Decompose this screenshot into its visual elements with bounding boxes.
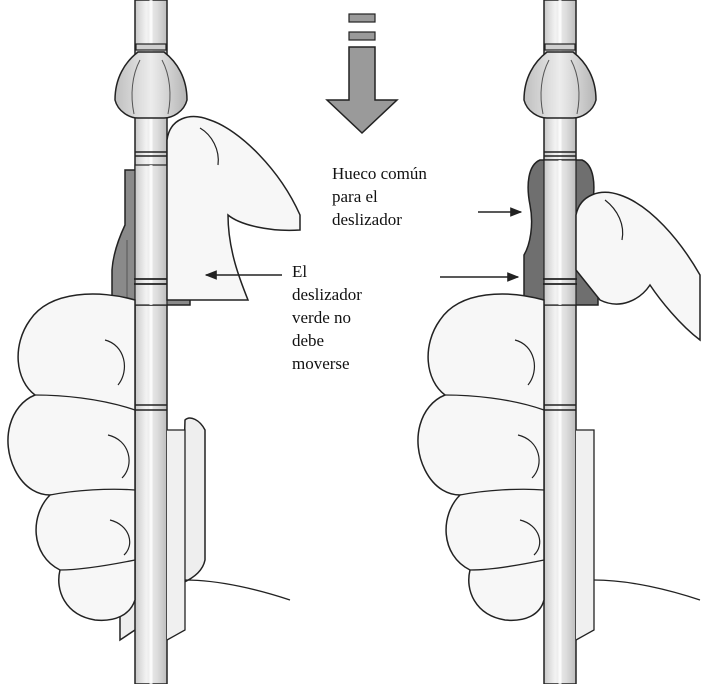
left-thumb	[167, 117, 300, 300]
down-arrow-icon	[327, 14, 397, 133]
gap-label-line-1: Hueco común	[332, 162, 427, 185]
slider-label: El deslizador verde no debe moverse	[288, 258, 366, 377]
slider-label-line-5: moverse	[292, 352, 362, 375]
slider-label-line-4: debe	[292, 329, 362, 352]
gap-label-line-2: para el	[332, 185, 427, 208]
slider-label-line-1: El	[292, 260, 362, 283]
gap-label-line-3: deslizador	[332, 208, 427, 231]
gap-label: Hueco común para el deslizador	[328, 160, 431, 233]
left-top-cap	[115, 52, 187, 118]
left-fingers	[8, 294, 135, 620]
right-top-cap	[524, 52, 596, 118]
slider-label-line-2: deslizador	[292, 283, 362, 306]
right-thumb	[576, 192, 700, 340]
right-fingers	[418, 294, 544, 620]
slider-label-line-3: verde no	[292, 306, 362, 329]
left-figure	[8, 0, 300, 684]
right-figure	[418, 0, 700, 684]
